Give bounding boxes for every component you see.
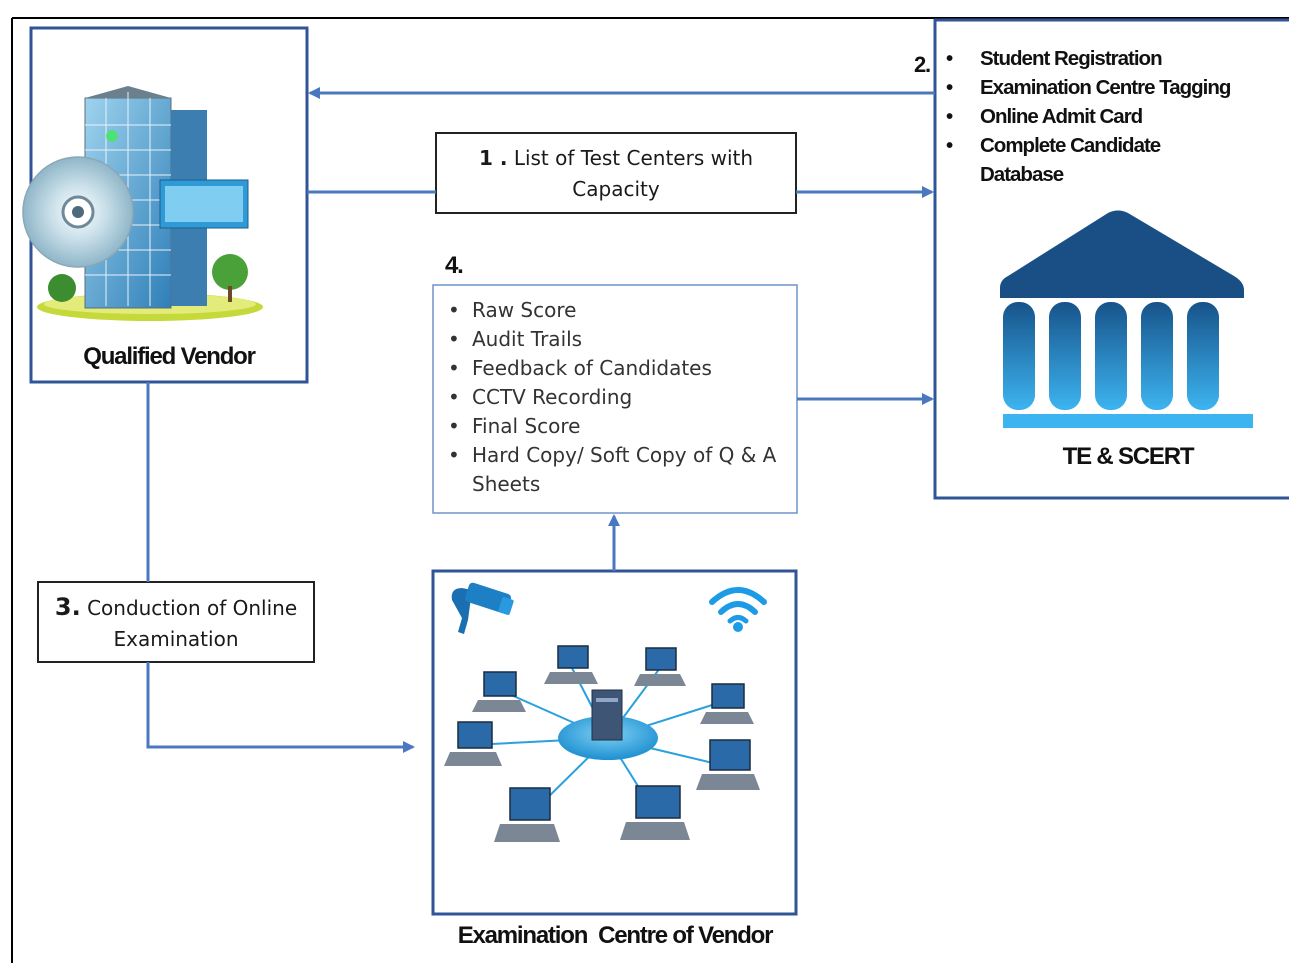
step3-text: 3. Conduction of Online Examination [44,592,308,655]
step3-box [37,581,315,663]
te-scert-label: TE & SCERT [1062,443,1195,470]
list-item: Student Registration [940,44,1285,73]
vendor-label: Qualified Vendor [83,343,256,370]
list-item: Feedback of Candidates [448,354,788,383]
arrow-step3-to-exam [146,662,415,753]
te-scert-task-list: Student Registration Examination Centre … [940,44,1285,189]
wifi-icon [709,587,767,624]
step4-deliverables-list: Raw Score Audit Trails Feedback of Candi… [448,296,788,499]
wifi-dot-icon [733,622,743,632]
step3-number: 3. [54,593,81,621]
step1-number: 1 . [478,146,508,170]
step1-text: 1 . List of Test Centers with Capacity [436,143,796,205]
list-item: Raw Score [448,296,788,325]
exam-centre-label: Examination Centre of Vendor [457,922,774,949]
list-item: CCTV Recording [448,383,788,412]
list-item: Hard Copy/ Soft Copy of Q & A Sheets [448,441,788,499]
list-item: Final Score [448,412,788,441]
list-item: Complete Candidate Database [940,131,1200,189]
cd-disc-icon [22,156,134,268]
step3-label: Conduction of Online Examination [87,596,298,651]
step4-number: 4. [445,252,464,279]
list-item: Online Admit Card [940,102,1285,131]
list-item: Examination Centre Tagging [940,73,1285,102]
list-item: Audit Trails [448,325,788,354]
step1-label: List of Test Centers with Capacity [513,146,754,201]
te-scert-box [933,18,1289,500]
computer-network-icon [444,645,760,842]
institution-pillar-icon [1000,210,1253,428]
step2-number: 2. [914,52,931,77]
step1-box [435,132,797,214]
cctv-camera-icon [451,582,514,634]
